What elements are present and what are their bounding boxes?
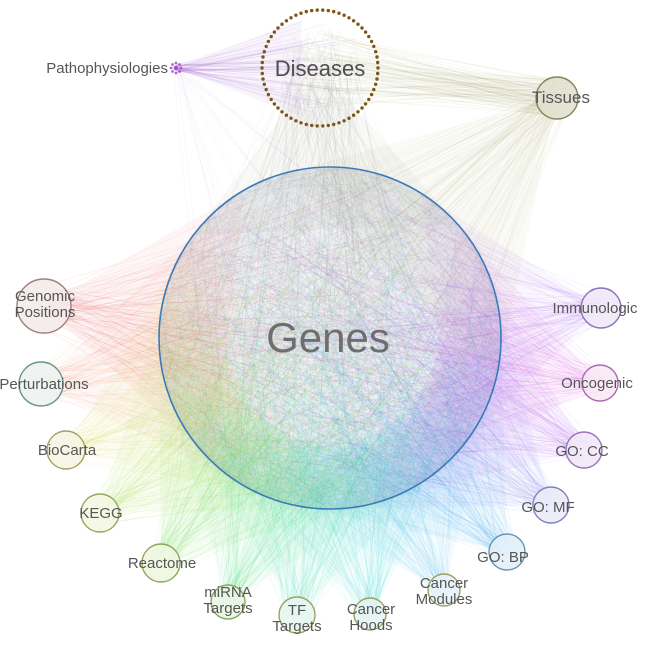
edges-diseases-tissues <box>279 29 577 117</box>
node-layer <box>16 8 622 634</box>
label-cancer-hoods: Cancer <box>347 601 395 618</box>
edge-wash-mirna-targets-genes <box>165 385 420 602</box>
label-kegg: KEGG <box>79 505 122 522</box>
node-cancer-modules[interactable] <box>427 573 461 607</box>
node-perturbations[interactable] <box>18 361 64 407</box>
label-cancer-modules: Cancer <box>420 575 468 592</box>
label-perturbations: Perturbations <box>0 376 89 393</box>
edge-lines-layer <box>23 21 617 629</box>
edge-wash-biocarta-genes <box>66 251 290 505</box>
label-genomic-positions: Positions <box>15 304 76 321</box>
label-immunologic: Immunologic <box>552 300 638 317</box>
edge-wash-go-cc-genes <box>372 257 584 504</box>
edges-biocarta-genes <box>51 175 476 502</box>
label-pathophysiologies: Pathophysiologies <box>46 60 168 77</box>
edge-wash-pathophysiologies-diseases <box>176 19 302 117</box>
label-oncogenic: Oncogenic <box>561 375 633 392</box>
node-pathophysiologies[interactable] <box>169 61 183 75</box>
label-tf-targets: TF <box>288 602 306 619</box>
genes-texture-layer <box>159 167 501 509</box>
label-cancer-modules: Modules <box>416 591 473 608</box>
edge-wash-reactome-genes <box>159 339 377 563</box>
edges-tf-targets-genes <box>174 182 481 629</box>
edge-wash-go-mf-genes <box>333 294 551 509</box>
edge-wash-go-bp-genes <box>293 333 507 552</box>
edge-wash-layer <box>41 19 601 615</box>
edges-pathophysiologies-diseases <box>172 21 370 113</box>
genes-fill <box>159 167 501 509</box>
edges-kegg-genes <box>85 184 473 527</box>
edges-oncogenic-genes <box>202 185 612 491</box>
edges-diseases-genes <box>168 27 493 493</box>
edge-wash-diseases-tissues <box>320 68 558 119</box>
node-reactome[interactable] <box>141 543 181 583</box>
node-kegg[interactable] <box>80 493 120 533</box>
label-genomic-positions: Genomic <box>15 288 76 305</box>
edges-go-bp-genes <box>176 187 521 567</box>
edges-pathophysiologies-genes <box>173 64 475 468</box>
label-go-mf: GO: MF <box>521 499 574 516</box>
node-go-cc[interactable] <box>565 431 603 469</box>
node-genomic-positions[interactable] <box>16 278 72 334</box>
label-reactome: Reactome <box>128 555 196 572</box>
node-mirna-targets[interactable] <box>210 584 246 620</box>
edge-wash-perturbations-genes <box>41 216 254 491</box>
label-go-bp: GO: BP <box>477 549 529 566</box>
edges-immunologic-genes <box>166 180 617 465</box>
edge-wash-oncogenic-genes <box>413 223 600 488</box>
edge-wash-tf-targets-genes <box>183 426 452 615</box>
node-genes[interactable] <box>158 166 502 510</box>
node-tissues[interactable] <box>535 76 579 120</box>
label-tissues: Tissues <box>532 88 590 107</box>
node-diseases[interactable] <box>260 8 380 128</box>
edge-wash-genomic-positions-genes <box>44 190 245 464</box>
label-diseases: Diseases <box>275 56 365 81</box>
edge-wash-immunologic-genes <box>421 193 601 459</box>
label-mirna-targets: miRNA <box>204 584 252 601</box>
genes-fill-layer <box>159 167 501 509</box>
edge-wash-diseases-genes <box>193 68 459 235</box>
node-immunologic[interactable] <box>580 287 622 329</box>
edges-tissues-genes <box>174 81 573 501</box>
edge-wash-cancer-hoods-genes <box>211 422 479 614</box>
node-go-bp[interactable] <box>488 533 526 571</box>
edge-wash-tissues-genes <box>284 98 557 375</box>
edges-cancer-modules-genes <box>174 228 488 603</box>
label-layer: Genes Diseases PathophysiologiesTissuesGen… <box>0 56 638 635</box>
label-genes: Genes <box>266 314 390 361</box>
node-cancer-hoods[interactable] <box>353 597 387 631</box>
edges-reactome-genes <box>147 188 494 579</box>
node-go-mf[interactable] <box>532 486 570 524</box>
edge-wash-kegg-genes <box>100 289 333 513</box>
node-tf-targets[interactable] <box>278 596 316 634</box>
edges-mirna-targets-genes <box>191 196 491 615</box>
label-cancer-hoods: Hoods <box>349 617 392 634</box>
node-biocarta[interactable] <box>46 430 86 470</box>
node-oncogenic[interactable] <box>581 364 619 402</box>
label-biocarta: BioCarta <box>38 442 97 459</box>
edges-go-cc-genes <box>168 177 598 500</box>
edges-perturbations-genes <box>26 196 493 498</box>
label-go-cc: GO: CC <box>555 443 609 460</box>
edges-cancer-hoods-genes <box>177 184 487 627</box>
edges-go-mf-genes <box>179 178 565 519</box>
edge-wash-cancer-modules-genes <box>251 378 496 590</box>
label-mirna-targets: Targets <box>203 600 252 617</box>
label-tf-targets: Targets <box>272 618 321 635</box>
